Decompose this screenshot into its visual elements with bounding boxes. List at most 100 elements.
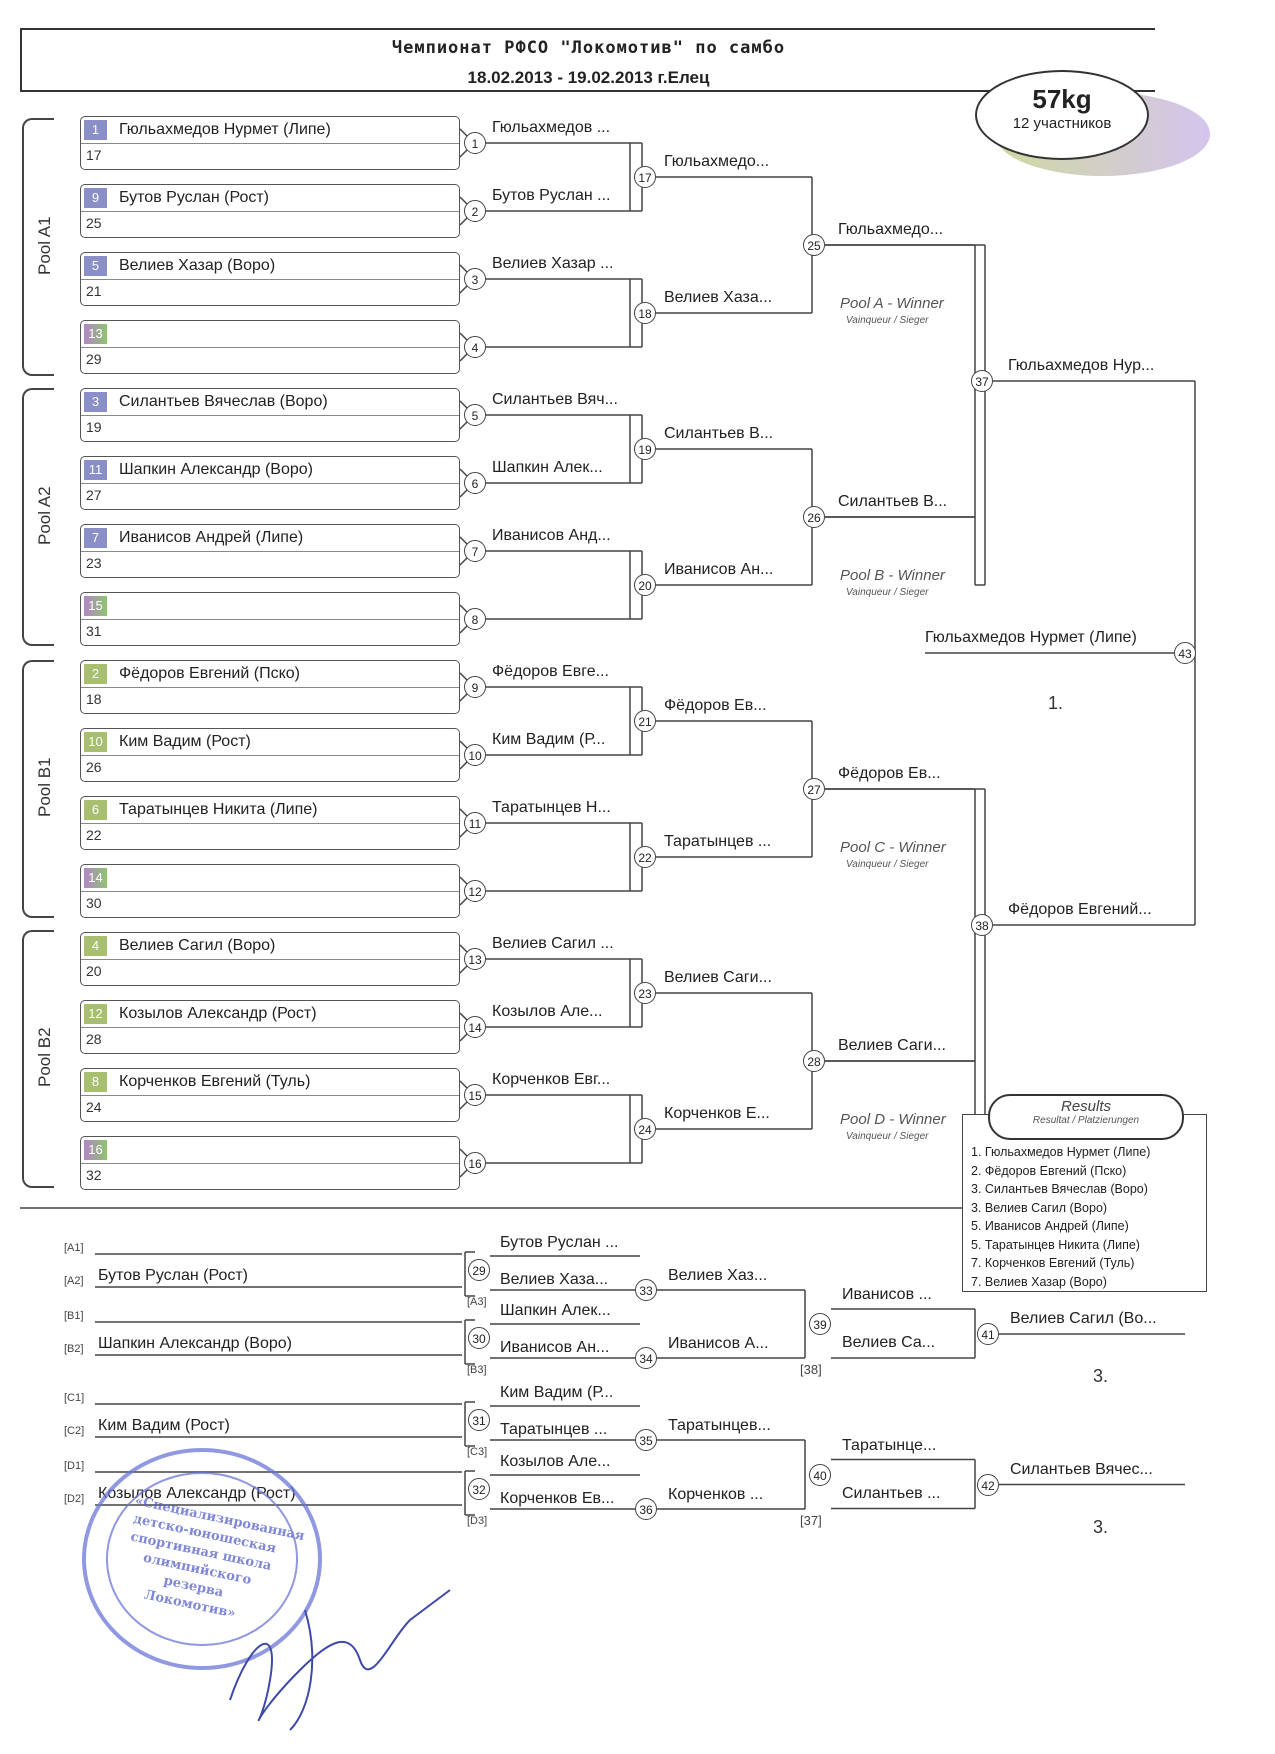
match-number: 43 <box>1174 642 1196 664</box>
repechage-r3: Таратынце... <box>842 1436 937 1454</box>
match-number: 27 <box>803 778 825 800</box>
match-number: 19 <box>634 438 656 460</box>
official-stamp: «Специализированная детско-юношеская спо… <box>82 1448 322 1670</box>
pool-frame: Pool A1 <box>22 118 54 376</box>
results-subtitle: Resultat / Platzierungen <box>1032 1115 1140 1126</box>
seed-number: 2 <box>84 664 107 684</box>
entry-divider <box>81 347 459 348</box>
match-number: 42 <box>977 1473 999 1496</box>
repechage-name: Шапкин Александр (Воро) <box>98 1335 292 1352</box>
pool-winner-sub: Vainqueur / Sieger <box>846 315 929 326</box>
pair-number: 20 <box>86 963 102 979</box>
result-item: 2. Фёдоров Евгений (Пско) <box>971 1163 1127 1178</box>
repechage-name: Ким Вадим (Рост) <box>98 1417 230 1434</box>
round1-winner: Силантьев Вяч... <box>492 391 618 408</box>
round3-winner: Велиев Саги... <box>838 1037 946 1054</box>
entry-divider <box>81 959 459 960</box>
round1-winner: Гюльахмедов ... <box>492 119 611 136</box>
match-number: 36 <box>635 1498 657 1520</box>
result-item: 5. Таратынцев Никита (Липе) <box>971 1237 1140 1252</box>
pair-number: 27 <box>86 487 102 503</box>
match-number: 15 <box>464 1084 486 1106</box>
repechage-name: Бутов Руслан (Рост) <box>98 1267 248 1284</box>
repechage-r2: Корченков ... <box>668 1486 764 1503</box>
seed-number: 14 <box>84 868 107 888</box>
round1-winner: Фёдоров Евге... <box>492 663 609 680</box>
round1-winner: Велиев Хазар ... <box>492 255 614 272</box>
pool-winner-label: Pool A - Winner <box>840 295 944 312</box>
entry-divider <box>81 415 459 416</box>
seed-number: 12 <box>84 1004 107 1024</box>
pair-number: 29 <box>86 351 102 367</box>
repechage-tag: [37] <box>800 1512 822 1528</box>
results-title: Results <box>1060 1098 1112 1115</box>
match-number: 31 <box>468 1409 490 1431</box>
pool-winner-label: Pool B - Winner <box>840 567 945 584</box>
pair-number: 23 <box>86 555 102 571</box>
round2-winner: Иванисов Ан... <box>664 561 774 578</box>
round1-winner: Велиев Сагил ... <box>492 935 614 952</box>
entry-divider <box>81 483 459 484</box>
match-number: 39 <box>809 1313 831 1335</box>
match-number: 22 <box>634 846 656 868</box>
repechage-tag: [C2] <box>64 1425 85 1437</box>
match-number: 16 <box>464 1152 486 1174</box>
seed-number: 13 <box>84 324 107 344</box>
page-title: Чемпионат РФСО "Локомотив" по самбо <box>391 38 786 58</box>
match-number: 8 <box>464 608 486 630</box>
seed-number: 8 <box>84 1072 107 1092</box>
seed-number: 10 <box>84 732 107 752</box>
round2-winner: Гюльахмедо... <box>664 153 770 170</box>
pair-number: 19 <box>86 419 102 435</box>
title-box: Чемпионат РФСО "Локомотив" по самбо 18.0… <box>20 28 1155 92</box>
match-number: 33 <box>635 1279 657 1301</box>
signature-mark <box>229 1589 451 1731</box>
competitor-name: Иванисов Андрей (Липе) <box>119 529 304 546</box>
repechage-tag: [D2] <box>64 1493 85 1505</box>
repechage-r1: Бутов Руслан ... <box>500 1234 619 1251</box>
match-number: 13 <box>464 948 486 970</box>
result-item: 7. Велиев Хазар (Воро) <box>971 1274 1107 1289</box>
pair-number: 22 <box>86 827 102 843</box>
match-number: 20 <box>634 574 656 596</box>
repechage-final-winner: Велиев Сагил (Во... <box>1010 1310 1157 1327</box>
pair-number: 24 <box>86 1099 102 1115</box>
repechage-tag: [B3] <box>467 1364 487 1376</box>
seed-number: 4 <box>84 936 107 956</box>
round2-winner: Силантьев В... <box>664 425 774 442</box>
pool-winner-sub: Vainqueur / Sieger <box>846 587 929 598</box>
entry-divider <box>81 687 459 688</box>
match-number: 6 <box>464 472 486 494</box>
match-number: 11 <box>464 812 486 834</box>
repechage-r3: Силантьев ... <box>842 1484 941 1502</box>
match-number: 12 <box>464 880 486 902</box>
repechage-r2: Велиев Хаз... <box>668 1267 768 1284</box>
competitor-name: Велиев Сагил (Воро) <box>119 937 276 954</box>
pair-number: 18 <box>86 691 102 707</box>
competitor-entry: 8 24 Корченков Евгений (Туль) <box>80 1068 460 1122</box>
seed-number: 9 <box>84 188 107 208</box>
match-number: 30 <box>468 1327 490 1349</box>
round2-winner: Фёдоров Ев... <box>664 697 767 714</box>
competitor-name: Таратынцев Никита (Липе) <box>119 801 318 818</box>
round3-winner: Фёдоров Ев... <box>838 765 941 782</box>
pair-number: 32 <box>86 1167 102 1183</box>
repechage-r2: Иванисов А... <box>668 1335 769 1352</box>
round3-winner: Силантьев В... <box>838 493 948 510</box>
competitor-name: Ким Вадим (Рост) <box>119 733 251 750</box>
match-number: 23 <box>634 982 656 1004</box>
competitor-name: Корченков Евгений (Туль) <box>119 1073 311 1090</box>
round3-winner: Гюльахмедо... <box>838 221 944 238</box>
match-number: 1 <box>464 132 486 154</box>
match-number: 35 <box>635 1429 657 1451</box>
result-item: 5. Иванисов Андрей (Липе) <box>971 1219 1129 1233</box>
match-number: 28 <box>803 1050 825 1072</box>
pair-number: 21 <box>86 283 102 299</box>
match-number: 41 <box>977 1323 999 1345</box>
match-number: 2 <box>464 200 486 222</box>
